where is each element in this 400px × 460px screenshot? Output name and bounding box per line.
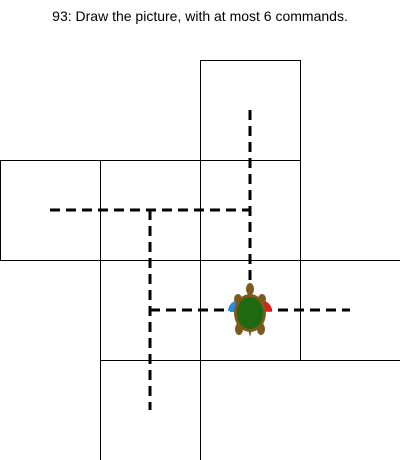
turtle-icon — [228, 283, 272, 337]
turtle-shell — [237, 297, 263, 329]
turtle-head — [246, 283, 254, 295]
grid-lines — [0, 60, 400, 460]
target-path — [50, 110, 350, 410]
puzzle-title: 93: Draw the picture, with at most 6 com… — [52, 8, 348, 24]
